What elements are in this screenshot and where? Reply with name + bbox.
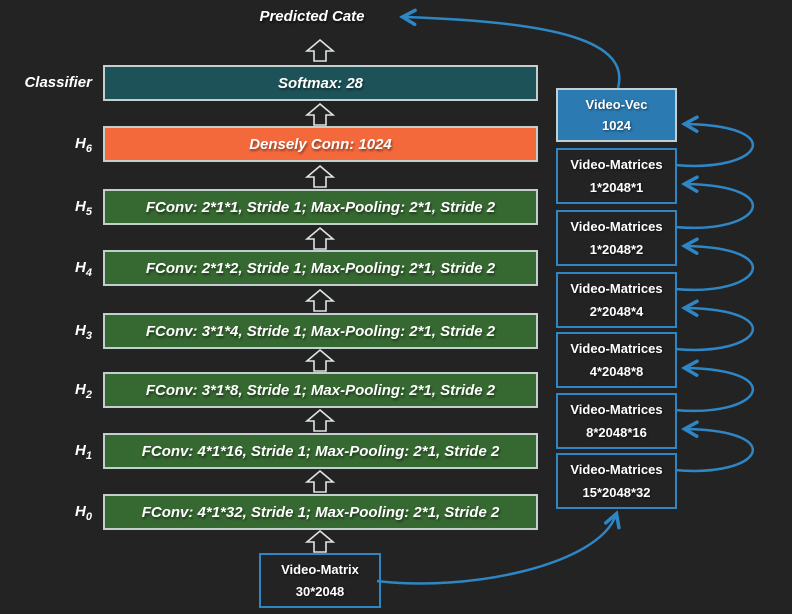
layer-label-h6: H6 [75, 135, 92, 155]
dense-layer-box: Densely Conn: 1024 [103, 126, 538, 162]
fconv-layer-h1-box: FConv: 4*1*16, Stride 1; Max-Pooling: 2*… [103, 433, 538, 469]
softmax-layer-box: Softmax: 28 [103, 65, 538, 101]
layer-label-h3: H3 [75, 322, 92, 342]
vm5-to-vm4-arrow [674, 368, 755, 413]
fconv-layer-h0-box: FConv: 4*1*32, Stride 1; Max-Pooling: 2*… [103, 494, 538, 530]
vm3-to-vm2-arrow [674, 246, 755, 292]
vm6-to-vm5-arrow [674, 429, 755, 473]
layer-label-h0: H0 [75, 503, 92, 523]
layer-label-h2: H2 [75, 381, 92, 401]
layer-label-h5: H5 [75, 198, 92, 218]
up-arrow-icon [304, 38, 336, 553]
layer-label-h4: H4 [75, 259, 92, 279]
fconv-layer-h4-box: FConv: 2*1*2, Stride 1; Max-Pooling: 2*1… [103, 250, 538, 286]
predicted-cate-label: Predicted Cate [259, 8, 365, 25]
vm2-to-vm1-arrow [674, 184, 755, 230]
layer-label-classifier: Classifier [24, 74, 92, 91]
fconv-layer-h5-box: FConv: 2*1*1, Stride 1; Max-Pooling: 2*1… [103, 189, 538, 225]
vm4-to-vm3-arrow [674, 308, 755, 352]
layer-label-h1: H1 [75, 442, 92, 462]
fconv-layer-h2-box: FConv: 3*1*8, Stride 1; Max-Pooling: 2*1… [103, 372, 538, 408]
fconv-layer-h3-box: FConv: 3*1*4, Stride 1; Max-Pooling: 2*1… [103, 313, 538, 349]
vm1-to-videovec-arrow [674, 124, 755, 168]
